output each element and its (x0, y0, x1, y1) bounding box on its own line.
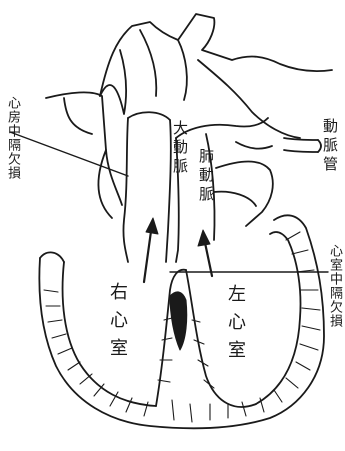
left-ventricle-inner (256, 232, 301, 404)
hatch-28 (164, 318, 172, 320)
ventricular-septal-defect-label: 心室中隔欠損 (328, 244, 341, 328)
hatch-23 (302, 308, 320, 310)
pulmonary-artery-top (176, 118, 268, 138)
leader-atrial-septal-defect (10, 132, 128, 176)
superior-vena-cava-inner (64, 98, 92, 134)
hatch-6 (68, 362, 80, 370)
left-atrium-outline (216, 162, 273, 227)
hatch-12 (172, 400, 174, 420)
hatch-7 (80, 374, 92, 384)
hatch-21 (300, 344, 318, 350)
hatch-1 (44, 290, 58, 292)
hatch-20 (296, 362, 310, 370)
right-ventricle-cap (40, 252, 64, 262)
superior-vena-cava-outline (46, 92, 122, 205)
left-ventricle-label: 左心室 (226, 284, 244, 368)
septum-shaded-region (170, 292, 187, 350)
ductus-arteriosus-top (284, 138, 318, 140)
hatch-5 (58, 348, 72, 354)
hatch-18 (274, 390, 282, 402)
aortic-arch-outer (100, 14, 332, 96)
ductus-arteriosus-bottom (284, 150, 318, 152)
hatch-27 (286, 232, 300, 240)
hatch-26 (292, 250, 308, 254)
hatch-29 (162, 338, 172, 340)
hatch-22 (302, 326, 320, 330)
hatch-13 (190, 404, 192, 422)
ductus-arteriosus-label: 動脈管 (322, 118, 337, 175)
atrial-septal-defect-label: 心房中隔欠損 (6, 96, 19, 180)
hatch-16 (242, 402, 246, 416)
hatch-3 (48, 320, 62, 322)
aortic-arch-branch-3 (178, 40, 187, 100)
right-atrium-lower (98, 150, 112, 218)
aorta-left-wall (123, 118, 128, 262)
aorta-top (128, 112, 170, 120)
pulmonary-artery-label: 肺動脈 (198, 148, 213, 205)
aorta-label: 大動脈 (172, 120, 187, 177)
hatch-4 (52, 334, 66, 338)
aortic-arch-branch-2 (140, 30, 156, 96)
arrow-head-pulmonary (198, 230, 210, 246)
pulmonary-artery-branch (236, 142, 272, 149)
left-atrium-inner (214, 192, 256, 206)
hatch-19 (286, 378, 298, 388)
right-ventricle-label: 右心室 (108, 282, 126, 366)
arrow-head-aorta (146, 218, 158, 234)
hatch-32 (192, 320, 200, 322)
